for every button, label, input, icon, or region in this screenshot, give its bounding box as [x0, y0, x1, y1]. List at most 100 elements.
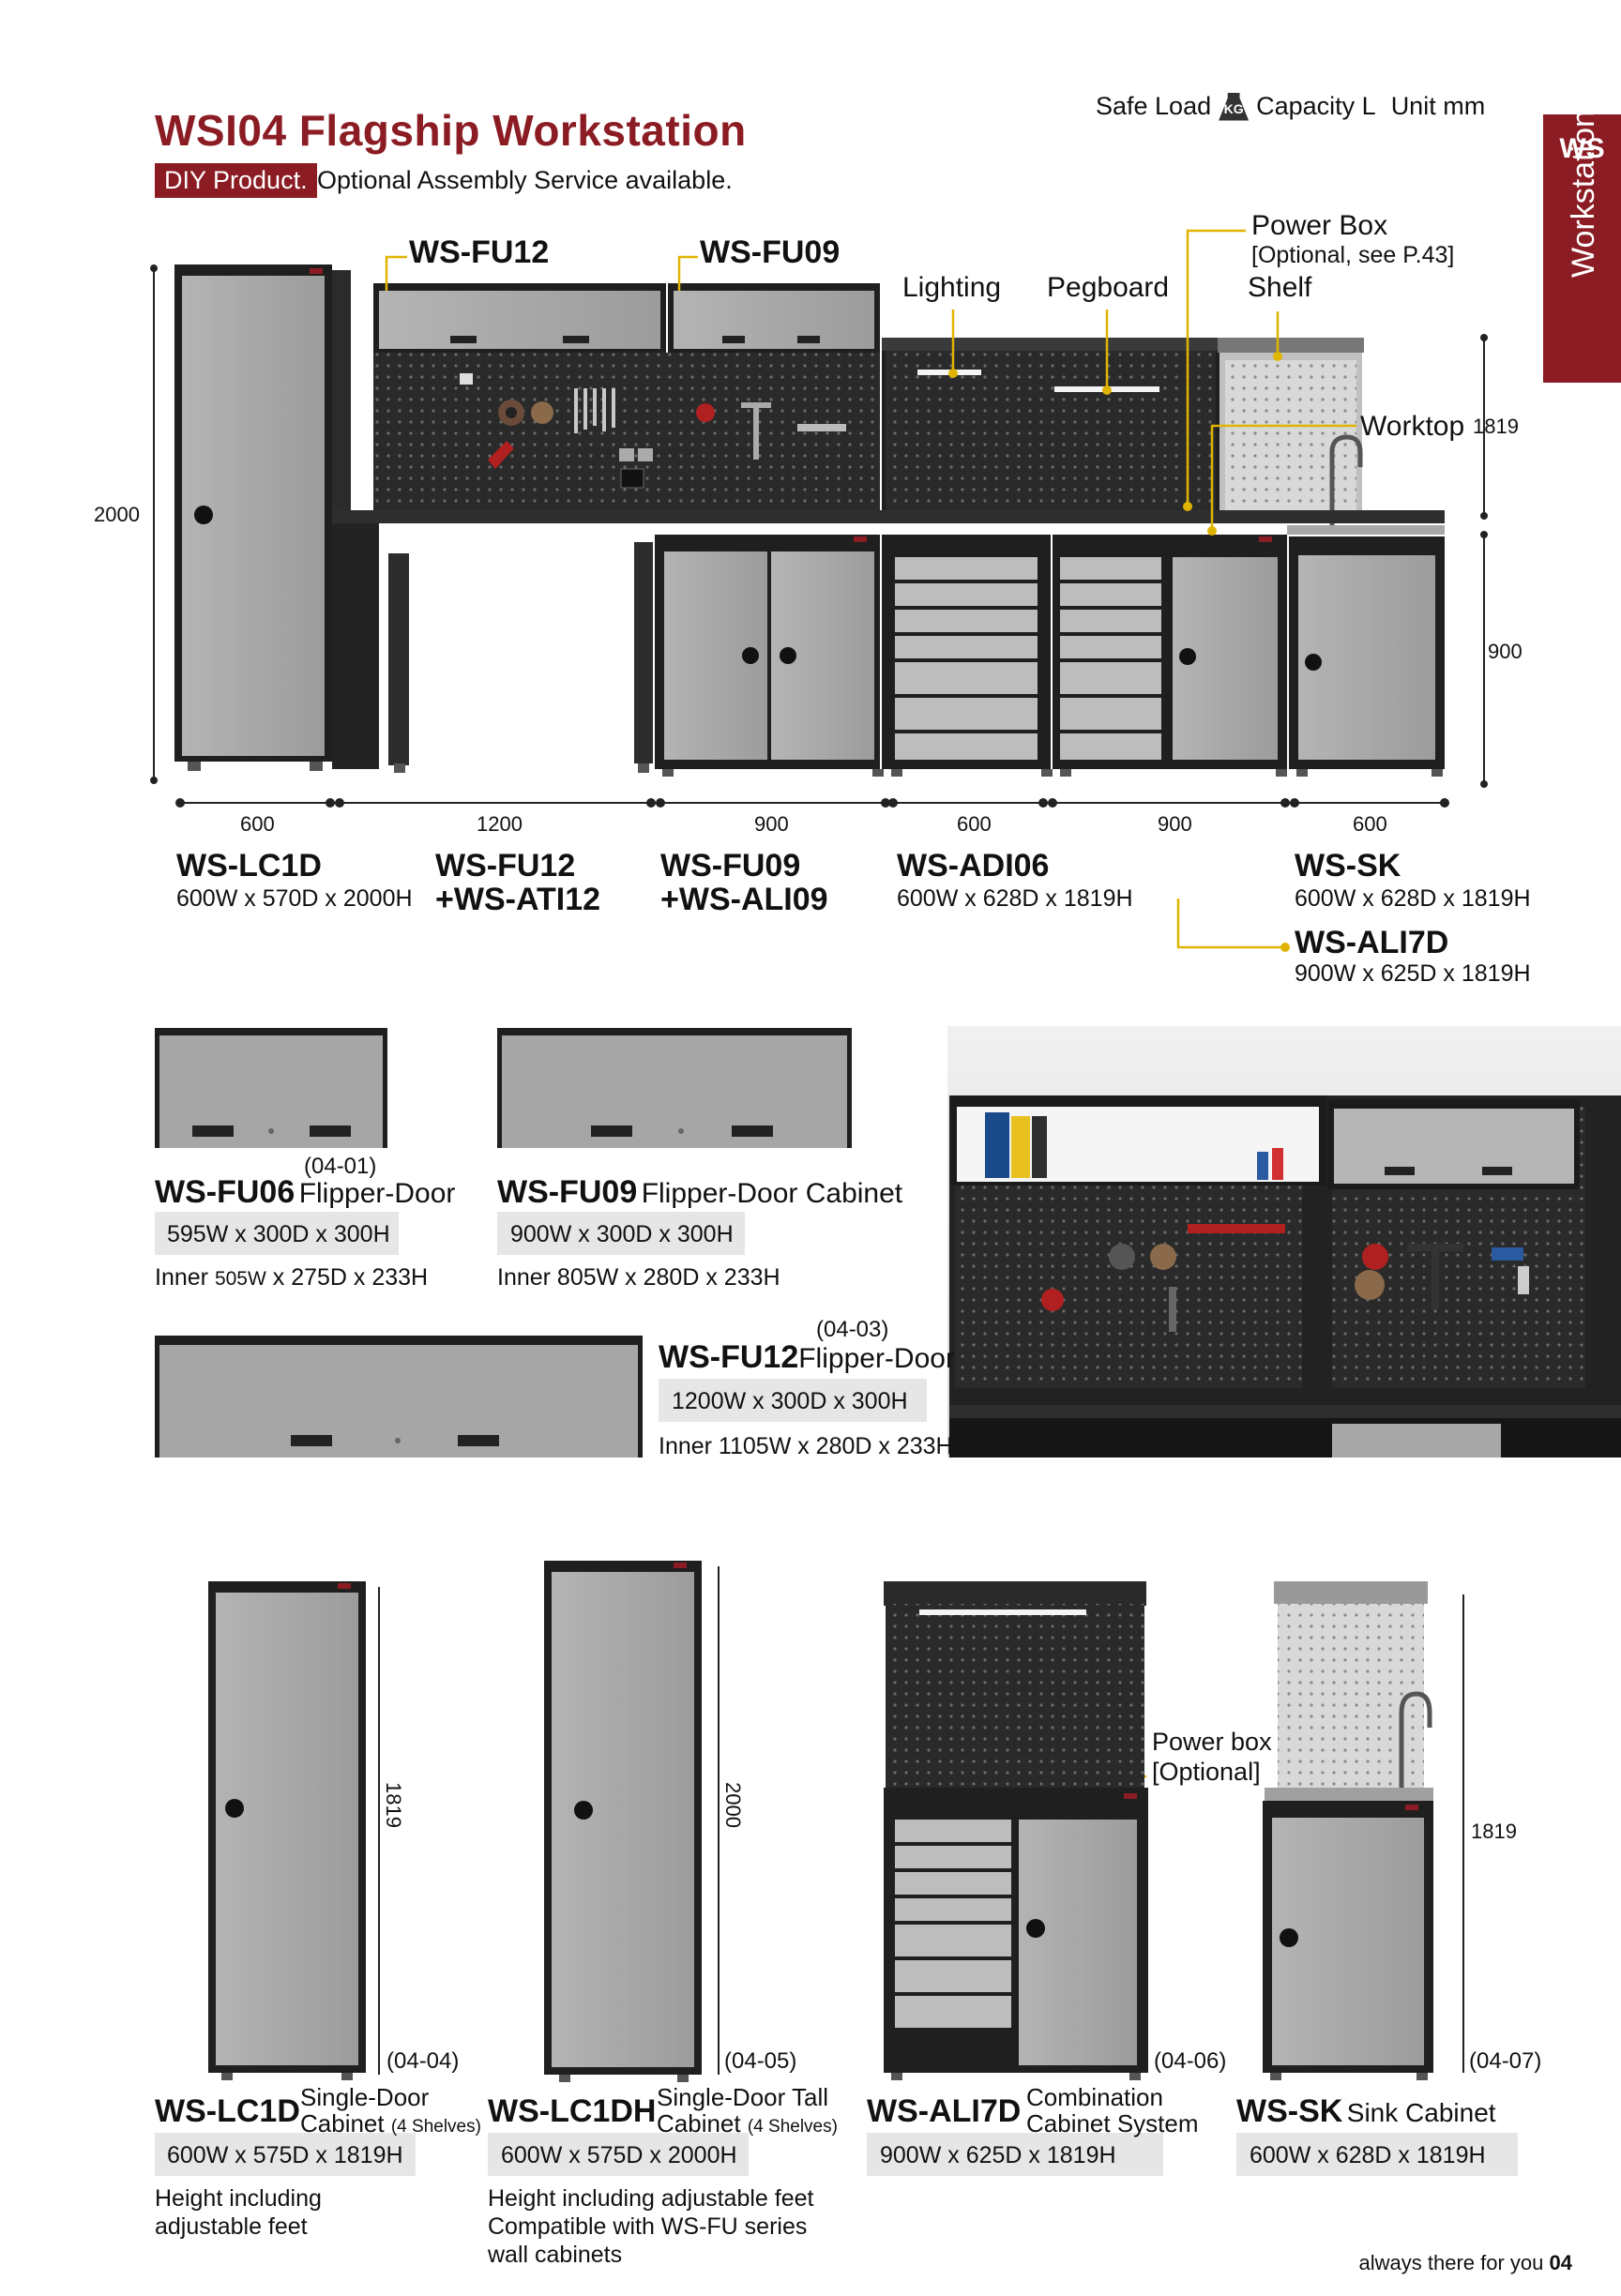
ali7d-illustration	[884, 1581, 1148, 2080]
callout-pegboard: Pegboard	[1047, 272, 1170, 303]
fu12-heading: WS-FU12Flipper-Door	[659, 1339, 955, 1376]
hero-drawers-2	[1060, 557, 1161, 760]
callout-lighting: Lighting	[902, 272, 1002, 303]
model-fu12-line2: +WS-ATI12	[435, 882, 601, 917]
height-900: 900	[1488, 640, 1523, 663]
width-1: 600	[240, 812, 275, 836]
lc1d-spec: 600W x 575D x 1819H	[167, 2142, 403, 2168]
section-tab-code: WS	[1559, 133, 1605, 164]
lc1d-name-line2: Cabinet	[300, 2109, 385, 2137]
model-sk-code: WS-SK	[1295, 848, 1401, 884]
fu06-ref: (04-01)	[304, 1154, 377, 1179]
lc1dh-name-line1: Single-Door Tall	[657, 2083, 829, 2111]
lc1dh-shelves: (4 Shelves)	[747, 2117, 838, 2137]
page-title: WSI04 Flagship Workstation	[155, 106, 747, 155]
lc1d-illustration	[208, 1581, 380, 2080]
lc1dh-illustration	[544, 1561, 720, 2082]
fu12-outer: 1200W x 300D x 300H	[672, 1388, 908, 1414]
sk-spec: 600W x 628D x 1819H	[1250, 2142, 1486, 2168]
hero-tall-lock-icon	[194, 506, 213, 524]
model-fu09-line2: +WS-ALI09	[660, 882, 828, 917]
model-adi06-code: WS-ADI06	[897, 848, 1050, 884]
callout-power-box-note: [Optional, see P.43]	[1251, 242, 1455, 268]
callout-fu09: WS-FU09	[700, 234, 841, 270]
page-number: 04	[1549, 2251, 1572, 2274]
lc1d-height: 1819	[382, 1782, 405, 1828]
lc1d-shelves: (4 Shelves)	[390, 2117, 481, 2137]
section-tab-label: Workstation	[1566, 110, 1601, 278]
ali7d-power-box-note: [Optional]	[1152, 1758, 1261, 1786]
hero-workstation-illustration	[174, 264, 1445, 777]
model-fu09-line1: WS-FU09	[660, 848, 801, 884]
safe-load-label: Safe Load	[1096, 92, 1212, 120]
capacity-label: Capacity L	[1256, 92, 1376, 120]
fu09-heading: WS-FU09 Flipper-Door Cabinet	[497, 1174, 902, 1211]
model-sk-spec: 600W x 628D x 1819H	[1295, 885, 1531, 912]
fu09-code: WS-FU09	[497, 1174, 638, 1210]
fu09-inner: Inner 805W x 280D x 233H	[497, 1264, 780, 1291]
height-1819: 1819	[1473, 415, 1519, 438]
lc1dh-note-3: wall cabinets	[488, 2242, 623, 2268]
ali7d-name-line2: Cabinet System	[1026, 2109, 1199, 2137]
hero-pegboard-sink	[1225, 360, 1356, 512]
lc1dh-ref: (04-05)	[724, 2048, 797, 2074]
lc1d-note-1: Height including	[155, 2185, 322, 2212]
fu06-heading: WS-FU06 Flipper-Door	[155, 1174, 455, 1211]
lc1d-note-2: adjustable feet	[155, 2213, 308, 2240]
lc1dh-spec: 600W x 575D x 2000H	[501, 2142, 737, 2168]
width-4: 600	[957, 812, 992, 836]
sk-height: 1819	[1471, 1820, 1517, 1843]
ali7d-name-line1: Combination	[1026, 2083, 1163, 2111]
fu06-inner-b: 505W	[214, 1268, 266, 1290]
width-3: 900	[754, 812, 789, 836]
fu06-inner-a: Inner	[155, 1264, 215, 1291]
unit-label: Unit mm	[1390, 92, 1486, 120]
workstation-photo	[947, 1026, 1621, 1458]
lc1dh-name-line2: Cabinet	[657, 2109, 741, 2137]
page-footer: always there for you 04	[1359, 2251, 1572, 2275]
model-ali7d-code: WS-ALI7D	[1295, 925, 1449, 960]
ali7d-ref: (04-06)	[1154, 2048, 1227, 2074]
ali7d-power-box: Power box	[1152, 1728, 1272, 1756]
fu09-outer: 900W x 300D x 300H	[510, 1221, 734, 1247]
hero-worktop	[332, 510, 1445, 523]
fu12-ref: (04-03)	[816, 1317, 889, 1342]
model-ali7d-spec: 900W x 625D x 1819H	[1295, 960, 1531, 987]
fu12-inner: Inner 1105W x 280D x 233H	[659, 1433, 953, 1459]
assembly-note: Optional Assembly Service available.	[317, 166, 733, 194]
callout-fu12: WS-FU12	[409, 234, 550, 270]
model-adi06-spec: 600W x 628D x 1819H	[897, 885, 1133, 912]
width-5: 900	[1158, 812, 1192, 836]
width-2: 1200	[477, 812, 523, 836]
hero-pegboard-middle	[886, 349, 1216, 512]
sk-ref: (04-07)	[1469, 2048, 1542, 2074]
hero-drawers-1	[895, 557, 1038, 760]
section-tab: WS Workstation	[1543, 110, 1621, 383]
lc1d-ref: (04-04)	[386, 2048, 460, 2074]
sk-name: Sink Cabinet	[1346, 2098, 1496, 2127]
hero-callout-lines	[385, 229, 1356, 1778]
fu09-thumbnail	[497, 1028, 852, 1148]
callout-worktop: Worktop	[1360, 411, 1465, 442]
fu06-inner: Inner 505W x 275D x 233H	[155, 1264, 428, 1292]
lc1dh-note-2: Compatible with WS-FU series	[488, 2213, 808, 2240]
lc1dh-height: 2000	[721, 1782, 745, 1828]
fu06-thumbnail	[155, 1028, 387, 1148]
fu06-outer: 595W x 300D x 300H	[167, 1221, 390, 1247]
height-2000: 2000	[94, 503, 140, 526]
units-legend: Safe Load KG Capacity L Unit mm	[1096, 92, 1485, 121]
fu12-name: Flipper-Door	[798, 1343, 955, 1374]
sk-code: WS-SK	[1236, 2093, 1343, 2129]
ali7d-name: Combination Cabinet System	[1026, 2084, 1199, 2137]
lc1d-name-line1: Single-Door	[300, 2083, 430, 2111]
model-fu12-line1: WS-FU12	[435, 848, 576, 884]
lc1dh-note-1: Height including adjustable feet	[488, 2185, 814, 2212]
ali7d-spec: 900W x 625D x 1819H	[880, 2142, 1116, 2168]
sk-heading: WS-SK Sink Cabinet	[1236, 2093, 1496, 2130]
hero-dimension-lines	[150, 264, 1488, 808]
lc1dh-code: WS-LC1DH	[488, 2093, 657, 2129]
sk-illustration	[1263, 1581, 1464, 2080]
fu06-code: WS-FU06	[155, 1174, 295, 1210]
diy-badge: DIY Product.	[155, 163, 317, 198]
